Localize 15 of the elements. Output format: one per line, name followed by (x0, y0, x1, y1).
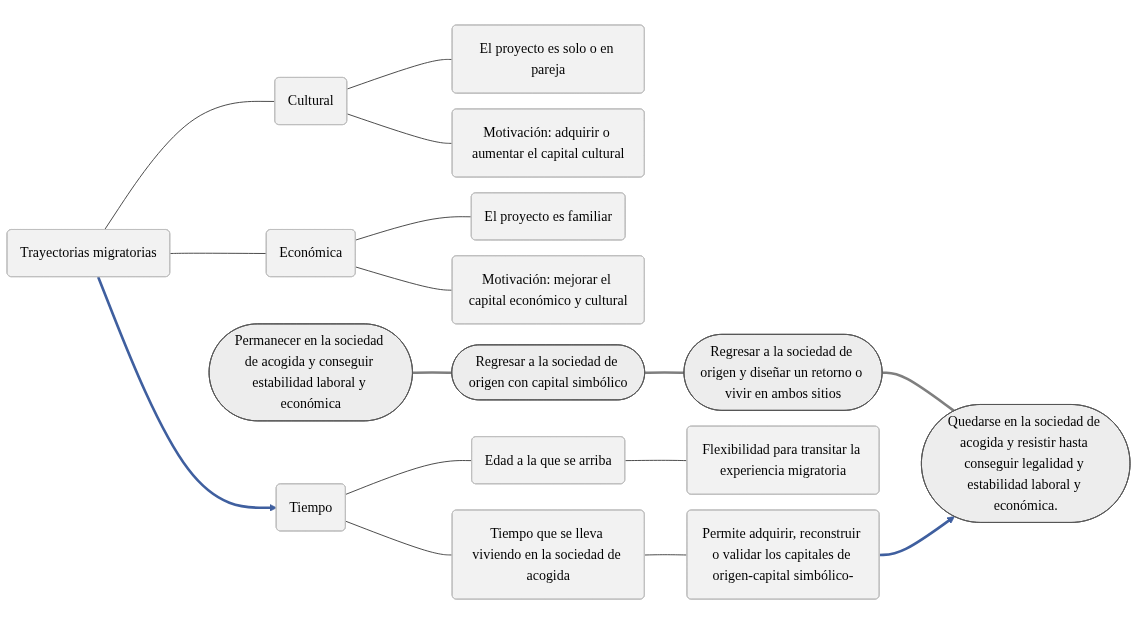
connector (345, 460, 473, 496)
connector (882, 371, 956, 413)
connector (169, 253, 268, 255)
connector (624, 460, 688, 462)
connector (104, 101, 276, 231)
connector (346, 113, 453, 145)
connector (355, 267, 453, 292)
arrow (879, 516, 955, 557)
connector (412, 371, 453, 375)
connector (346, 59, 453, 90)
connector (644, 554, 688, 556)
connector (345, 521, 453, 556)
connector (355, 216, 473, 241)
arrow (97, 277, 277, 513)
connector (645, 371, 685, 375)
